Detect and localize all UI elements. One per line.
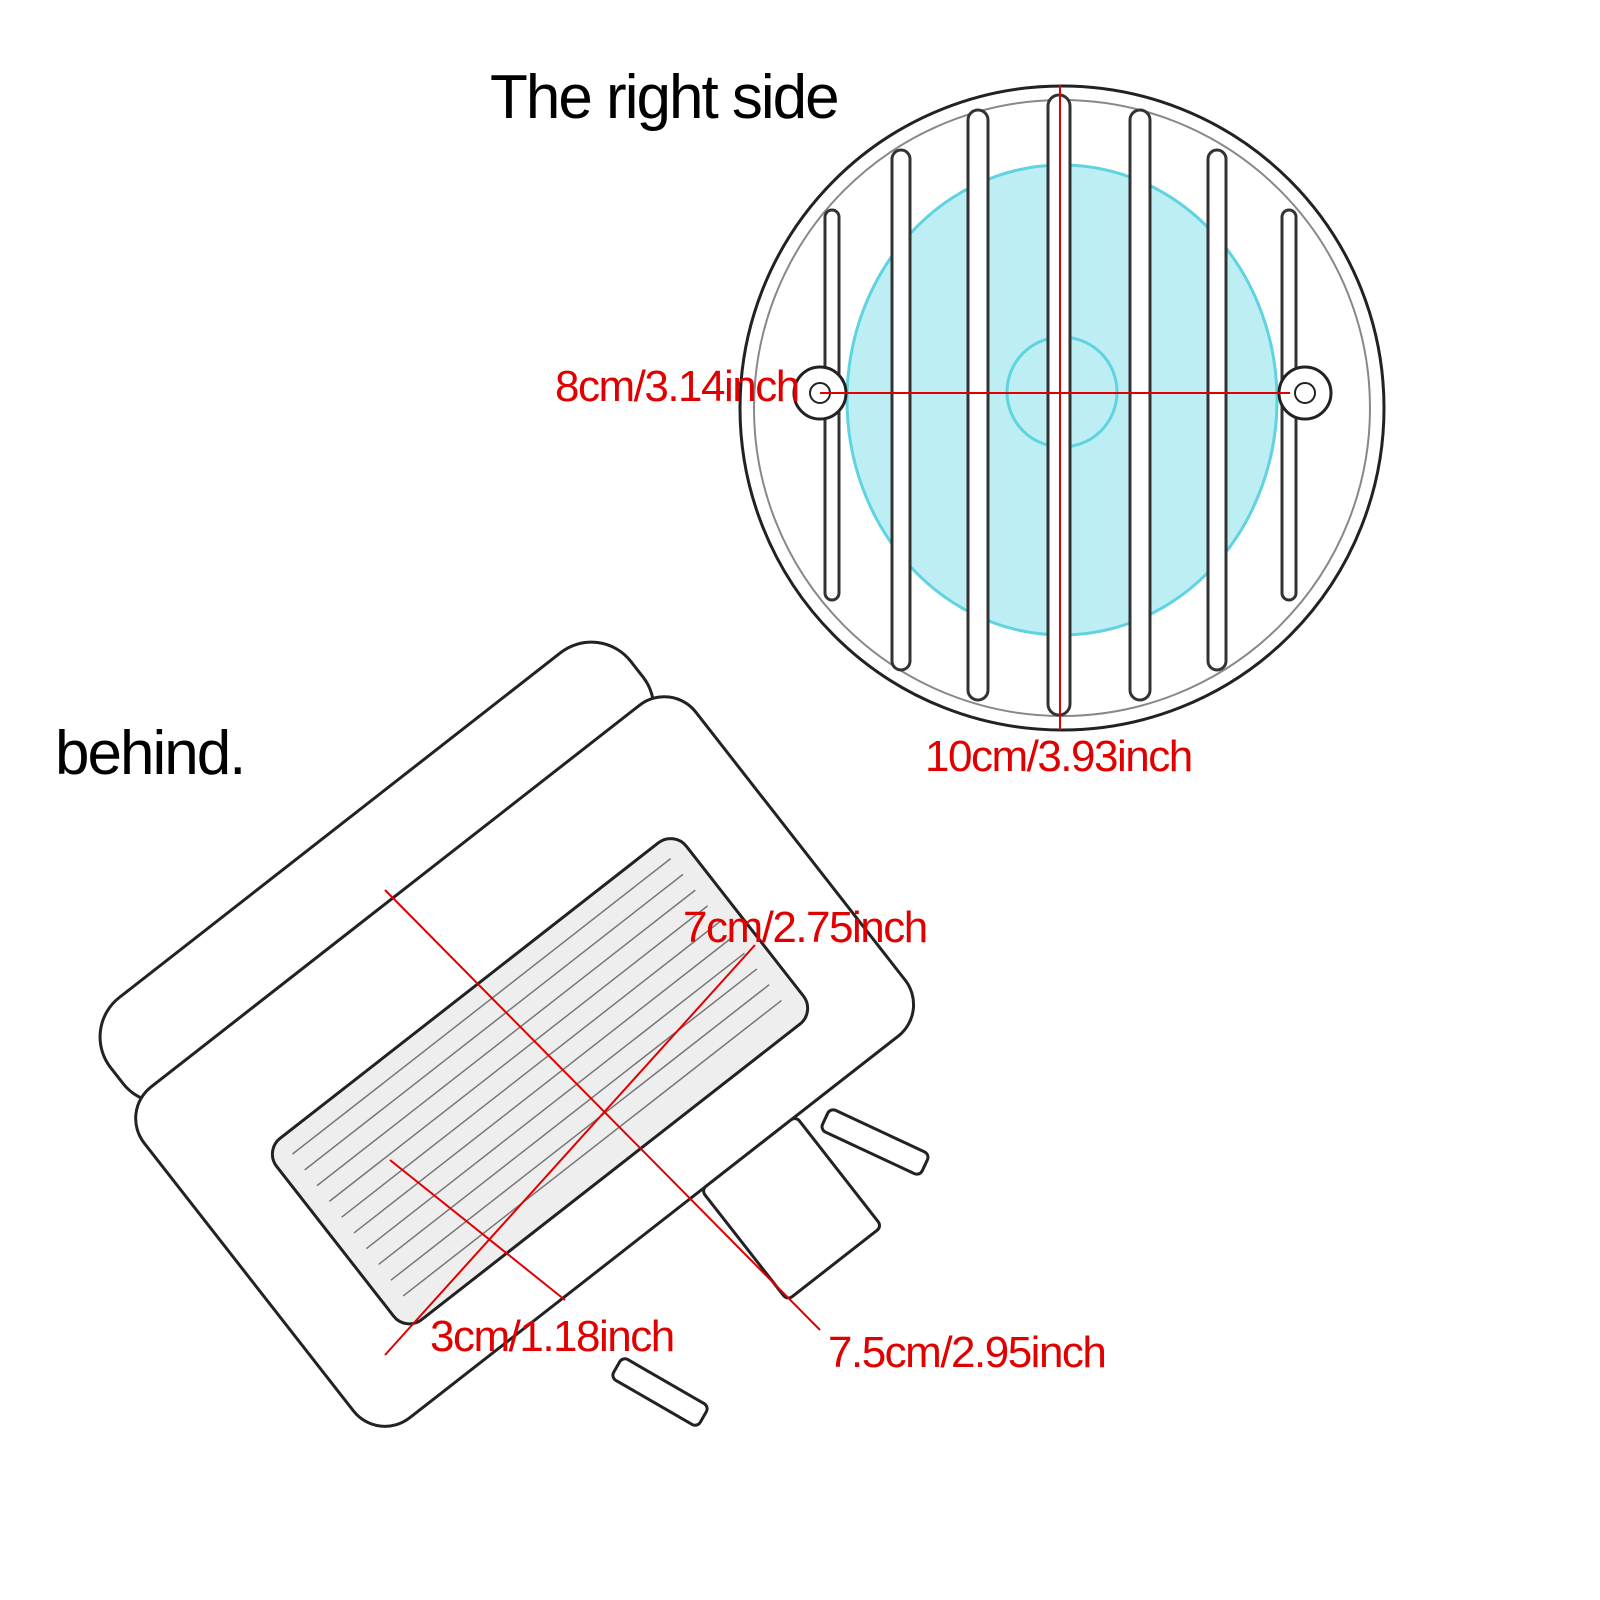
dimension-lines bbox=[384, 85, 1290, 1356]
label-diameter: 10cm/3.93inch bbox=[925, 732, 1193, 781]
front-view-lamp bbox=[738, 84, 1386, 732]
lens-height-line bbox=[389, 1159, 566, 1301]
label-lens-height: 3cm/1.18inch bbox=[430, 1312, 675, 1361]
heading-right-side: The right side bbox=[490, 63, 840, 132]
bolt-icon bbox=[611, 1357, 709, 1427]
rear-view-lamp bbox=[98, 640, 930, 1428]
label-lens-width: 7cm/2.75inch bbox=[683, 903, 928, 952]
label-housing-length: 7.5cm/2.95inch bbox=[828, 1328, 1107, 1377]
label-bolt-spacing: 8cm/3.14inch bbox=[555, 362, 800, 411]
lens-width-line bbox=[384, 944, 756, 1356]
heading-behind: behind. bbox=[55, 719, 246, 788]
bolt-icon bbox=[820, 1108, 930, 1176]
housing-length-line bbox=[384, 889, 821, 1331]
